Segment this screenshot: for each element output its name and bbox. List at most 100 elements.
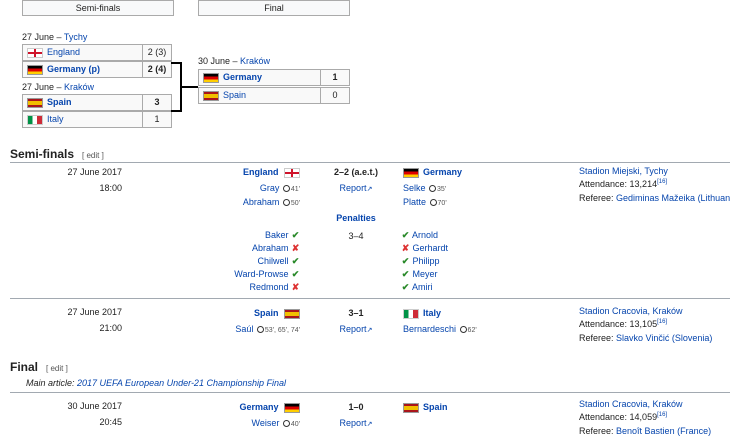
- section-divider: [10, 392, 730, 393]
- match1-away-scorer-1: Selke 35': [403, 183, 447, 193]
- match2-venue-link[interactable]: Stadion Cracovia, Kraków: [579, 306, 683, 316]
- match1-home-scorer-2: Abraham 50': [242, 197, 300, 207]
- penalty-taker-link[interactable]: Gerhardt: [412, 243, 449, 253]
- scorer-link[interactable]: Weiser: [251, 418, 280, 428]
- match3-report-link[interactable]: Report: [339, 418, 367, 428]
- match1-home: England: [200, 167, 300, 178]
- ball-icon: [282, 185, 290, 193]
- semifinals-edit-link[interactable]: [ edit ]: [82, 151, 104, 160]
- match2-report-link[interactable]: Report: [339, 324, 367, 334]
- penalty-taker-link[interactable]: Amiri: [412, 282, 433, 292]
- match1-away-link[interactable]: Germany: [423, 167, 463, 177]
- final-edit-link[interactable]: [ edit ]: [46, 364, 68, 373]
- penalty-taker-link[interactable]: Chilwell: [257, 256, 289, 266]
- scorer-link[interactable]: Selke: [403, 183, 426, 193]
- match1-time: 18:00: [99, 183, 122, 193]
- match2-away: Italy: [403, 308, 523, 319]
- spain-flag-icon: [203, 90, 219, 101]
- match1-report-link[interactable]: Report: [339, 183, 367, 193]
- penalty-missed-icon: ✘: [291, 282, 300, 293]
- final-team2-link[interactable]: Spain: [223, 90, 247, 100]
- match1-referee-link[interactable]: Gediminas Mažeika (Lithuania): [616, 193, 730, 203]
- match1-venue: Stadion Miejski, Tychy: [579, 166, 730, 176]
- match3-home-link[interactable]: Germany: [239, 402, 279, 412]
- match2-home: Spain: [200, 308, 300, 319]
- penalty-taker-link[interactable]: Meyer: [412, 269, 438, 279]
- match2-away-link[interactable]: Italy: [423, 308, 442, 318]
- sf2-team1-link[interactable]: Spain: [47, 97, 72, 107]
- match1-date: 27 June 2017: [67, 167, 122, 177]
- match-divider: [10, 298, 730, 299]
- penalty-taker: ✔ Arnold: [401, 229, 521, 242]
- match3-venue-link[interactable]: Stadion Cracovia, Kraków: [579, 399, 683, 409]
- sf1-score1: 2 (3): [147, 47, 167, 57]
- sf1-team2-link[interactable]: Germany (p): [47, 64, 101, 74]
- match3-date: 30 June 2017: [67, 401, 122, 411]
- sf2-venue-link[interactable]: Kraków: [64, 82, 95, 92]
- penalty-taker-link[interactable]: Arnold: [412, 230, 439, 240]
- penalty-taker: ✔ Amiri: [401, 281, 521, 294]
- penalty-taker: ✘ Gerhardt: [401, 242, 521, 255]
- spain-flag-icon: [403, 402, 419, 413]
- match3-attendance: Attendance: 14,059[16]: [579, 412, 668, 422]
- match1-home-link[interactable]: England: [242, 167, 279, 177]
- match2-home-link[interactable]: Spain: [253, 308, 279, 318]
- match3-report: Report↗: [316, 418, 396, 428]
- match3-home: Germany: [200, 402, 300, 413]
- match2-time: 21:00: [99, 323, 122, 333]
- sf1-venue-link[interactable]: Tychy: [63, 32, 88, 42]
- penalty-taker-link[interactable]: Redmond: [249, 282, 289, 292]
- sf2-row-2: Italy 1: [22, 111, 172, 128]
- ball-icon: [282, 199, 290, 207]
- match3-referee-link[interactable]: Benoît Bastien (France): [616, 426, 712, 436]
- match2-date: 27 June 2017: [67, 307, 122, 317]
- section-divider: [10, 162, 730, 163]
- penalty-taker: Ward-Prowse ✔: [180, 268, 300, 281]
- bracket-connector: [171, 62, 181, 64]
- penalty-taker-link[interactable]: Abraham: [251, 243, 289, 253]
- match3-referee: Referee: Benoît Bastien (France): [579, 426, 712, 436]
- penalty-scored-icon: ✔: [401, 269, 410, 280]
- penalty-taker-link[interactable]: Philipp: [412, 256, 440, 266]
- scorer-link[interactable]: Platte: [403, 197, 427, 207]
- spain-flag-icon: [284, 308, 300, 319]
- bracket-header-final: Final: [198, 0, 350, 16]
- scorer-link[interactable]: Saúl: [235, 324, 254, 334]
- scorer-link[interactable]: Gray: [259, 183, 280, 193]
- sf1-row-1: England 2 (3): [22, 44, 172, 61]
- final-team1-link[interactable]: Germany: [223, 72, 263, 82]
- sf2-score1: 3: [154, 97, 160, 107]
- penalty-scored-icon: ✔: [291, 230, 300, 241]
- main-article-link[interactable]: 2017 UEFA European Under-21 Championship…: [77, 378, 286, 388]
- penalty-scored-icon: ✔: [401, 282, 410, 293]
- match1-home-scorer-1: Gray 41': [259, 183, 300, 193]
- match2-referee: Referee: Slavko Vinčić (Slovenia): [579, 333, 713, 343]
- penalty-scored-icon: ✔: [291, 269, 300, 280]
- final-venue-link[interactable]: Kraków: [240, 56, 271, 66]
- scorer-link[interactable]: Abraham: [242, 197, 280, 207]
- bracket-header-semifinals: Semi-finals: [22, 0, 174, 16]
- penalty-missed-icon: ✘: [291, 243, 300, 254]
- match2-referee-link[interactable]: Slavko Vinčić (Slovenia): [616, 333, 713, 343]
- penalty-taker: ✔ Meyer: [401, 268, 521, 281]
- final-score2: 0: [332, 90, 338, 100]
- penalty-scored-icon: ✔: [401, 256, 410, 267]
- penalty-taker-link[interactable]: Ward-Prowse: [234, 269, 289, 279]
- sf1-team1-link[interactable]: England: [47, 47, 81, 57]
- final-heading: Final[ edit ]: [10, 360, 68, 374]
- bracket-connector: [180, 86, 198, 88]
- match2-score: 3–1: [348, 308, 364, 318]
- ball-icon: [459, 326, 467, 334]
- match1-away-scorer-2: Platte 70': [403, 197, 447, 207]
- penalty-taker-link[interactable]: Baker: [264, 230, 289, 240]
- ball-icon: [429, 185, 437, 193]
- sf2-team2-link[interactable]: Italy: [47, 114, 64, 124]
- penalty-taker: Abraham ✘: [180, 242, 300, 255]
- italy-flag-icon: [403, 308, 419, 319]
- scorer-link[interactable]: Bernardeschi: [403, 324, 457, 334]
- match3-away-link[interactable]: Spain: [423, 402, 448, 412]
- match3-away: Spain: [403, 402, 523, 413]
- match1-venue-link[interactable]: Stadion Miejski, Tychy: [579, 166, 668, 176]
- match1-referee: Referee: Gediminas Mažeika (Lithuania): [579, 193, 730, 203]
- germany-flag-icon: [203, 72, 219, 83]
